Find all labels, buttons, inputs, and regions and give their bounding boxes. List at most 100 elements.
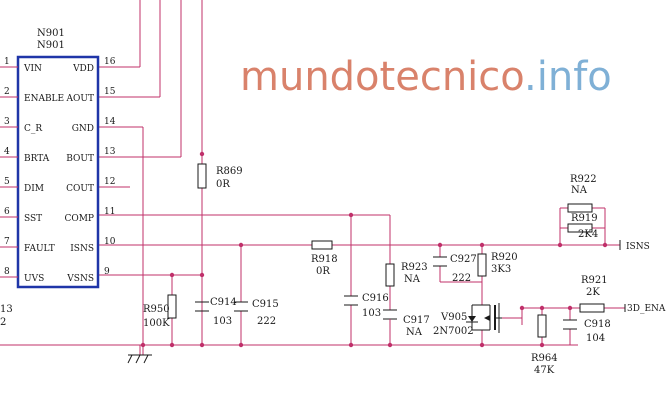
net-isns-label: ISNS: [626, 242, 650, 252]
c915-symbol: [234, 301, 248, 312]
junction-dot: [519, 305, 525, 311]
c917-symbol: [383, 309, 397, 345]
junction-dot: [199, 272, 205, 278]
c914-symbol: [195, 301, 209, 312]
junction-dot: [479, 242, 485, 248]
r869-value: 0R: [216, 179, 230, 190]
pin-name: DIM: [24, 184, 44, 194]
pin-name: UVS: [24, 274, 44, 284]
components: [127, 163, 626, 364]
pin-number: 3: [4, 117, 10, 127]
pin-number: 1: [4, 57, 10, 67]
r921-body: [579, 303, 605, 313]
c916-ref: C916: [362, 293, 389, 304]
wires: [0, 0, 625, 355]
junction-dot: [348, 342, 354, 348]
c915-ref: C915: [252, 299, 279, 310]
r920-value: 3K3: [491, 264, 511, 275]
pin-name: AOUT: [66, 94, 94, 104]
v905-ref: V905: [440, 312, 467, 323]
junction-dot: [169, 342, 175, 348]
v905-mosfet-symbol: [466, 303, 502, 333]
junctions: [140, 151, 608, 348]
junction-dot: [140, 342, 146, 348]
pin-number: 16: [104, 57, 116, 67]
c918-symbol: [563, 319, 577, 330]
c916-symbol: [344, 295, 358, 306]
pin-number: 8: [4, 267, 10, 277]
r923-ref: R923: [401, 262, 428, 273]
pin-number: 9: [104, 267, 110, 277]
v905-value: 2N7002: [433, 326, 474, 337]
pin-name: COMP: [64, 214, 94, 224]
r918-ref: R918: [311, 254, 338, 265]
junction-dot: [539, 305, 545, 311]
r918-value: 0R: [316, 266, 330, 277]
junction-dot: [169, 272, 175, 278]
c927-ref: C927: [450, 254, 477, 265]
pin-name: ISNS: [70, 244, 94, 254]
r869-body: [197, 163, 207, 189]
pin-number: 11: [104, 207, 115, 217]
pin-name: VSNS: [66, 274, 94, 284]
pin-name: COUT: [66, 184, 94, 194]
c918-value: 104: [586, 333, 605, 344]
r921-value: 2K: [586, 287, 600, 298]
pin-number: 14: [104, 117, 116, 127]
ic-body: [16, 55, 100, 289]
pin-number: 6: [4, 207, 10, 217]
pin-number: 15: [104, 87, 116, 97]
r922-body: [567, 203, 593, 213]
c916-value: 103: [362, 308, 381, 319]
pin-number: 2: [4, 87, 10, 97]
pin-name: ENABLE: [24, 94, 64, 104]
pin-number: 4: [4, 147, 10, 157]
junction-dot: [479, 342, 485, 348]
pin-name: SST: [24, 214, 42, 224]
junction-dot: [437, 242, 443, 248]
r869-ref: R869: [216, 166, 243, 177]
junction-dot: [238, 242, 244, 248]
c927-value: 222: [452, 273, 471, 284]
r922-value: NA: [571, 185, 588, 196]
component-labels: R869 0R R918 0R R950 100K C914 103 C915 …: [0, 166, 666, 376]
junction-dot: [557, 242, 563, 248]
junction-dot: [387, 342, 393, 348]
watermark-main: mundotecnico: [240, 54, 524, 100]
r920-body: [477, 253, 487, 277]
pin-name: FAULT: [24, 244, 55, 254]
r964-value: 47K: [534, 365, 555, 376]
r923-value: NA: [404, 274, 421, 285]
r918-body: [311, 240, 333, 250]
junction-dot: [567, 305, 573, 311]
pin-number: 12: [104, 177, 115, 187]
r964-body: [537, 314, 547, 338]
edge-fragment-top: 13: [0, 304, 13, 315]
pin-number: 10: [104, 237, 116, 247]
junction-dot: [199, 342, 205, 348]
r919-ref: R919: [571, 213, 598, 224]
r950-ref: R950: [143, 304, 170, 315]
c927-symbol: [433, 256, 447, 267]
ic-right-pins: 16VDD15AOUT14GND13BOUT12COUT11COMP10ISNS…: [64, 57, 115, 284]
r919-value: 2K4: [578, 229, 598, 240]
c915-value: 222: [257, 316, 276, 327]
c918-ref: C918: [584, 319, 611, 330]
r950-body: [167, 294, 177, 319]
r950-value: 100K: [143, 318, 170, 329]
ground-symbol: [127, 354, 152, 364]
pin-number: 13: [104, 147, 116, 157]
c917-value: NA: [406, 327, 423, 338]
pin-name: BRTA: [24, 154, 50, 164]
junction-dot: [199, 151, 205, 157]
ic-part-label: N901: [37, 40, 65, 51]
